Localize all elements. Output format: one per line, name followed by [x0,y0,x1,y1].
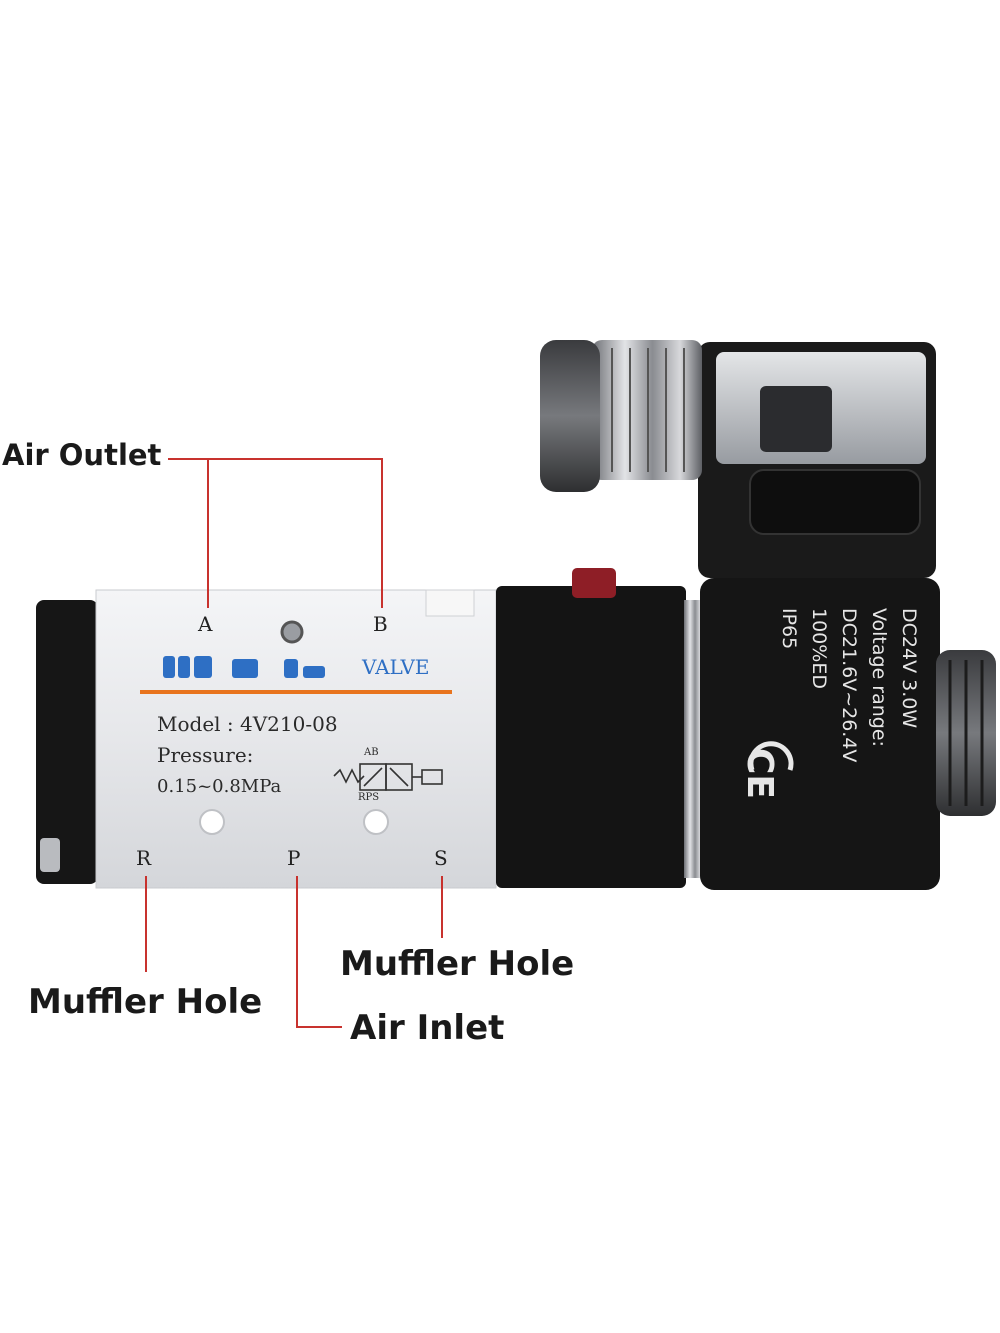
lead-air-inlet-vertical [296,876,298,1028]
coil-inner-slot [749,469,921,535]
coil-voltage-range: DC21.6V~26.4V [838,608,860,763]
pneumatic-symbol [333,763,443,791]
lead-air-outlet-horizontal [168,458,382,460]
symbol-top-text: AB [364,747,379,758]
coil-duty-cycle: 100%ED [808,608,830,689]
lead-air-outlet-a [207,458,209,608]
lead-muffler-r [145,876,147,972]
ce-mark-icon [748,741,794,771]
coil-ce-mark: CE [739,748,780,800]
port-label-r: R [136,846,152,870]
port-label-s: S [434,846,448,870]
connector-block [496,586,686,888]
port-label-a: A [198,612,213,636]
left-end-cap [36,600,98,884]
valve-pressure-range: 0.15~0.8MPa [157,776,282,797]
mounting-hole-right [363,809,389,835]
coil-voltage-range-label: Voltage range: [868,608,890,747]
callout-muffler-hole-left: Muffler Hole [28,982,263,1022]
manual-override-button [572,568,616,598]
symbol-bottom-text: RPS [358,792,380,803]
valve-model-text: Model : 4V210-08 [157,712,338,736]
lead-air-inlet-horizontal [296,1026,342,1028]
callout-muffler-hole-right: Muffler Hole [340,944,575,984]
brand-logo [163,656,325,678]
valve-pressure-label: Pressure: [157,743,254,767]
metal-bracket [684,600,704,878]
coil-ip-rating: IP65 [778,608,800,650]
gland-threads [611,348,685,472]
port-label-b: B [373,612,388,636]
led-window [760,386,832,452]
solenoid-coil [700,578,940,890]
mounting-hole-left [199,809,225,835]
cable-gland-cap [540,340,600,492]
valve-brand-text: VALVE [362,655,430,679]
coil-rating: DC24V 3.0W [898,608,920,729]
port-label-p: P [287,846,301,870]
nut-knurling [948,660,984,806]
indicator-screw [280,620,304,644]
coil-label-block: DC24V 3.0W Voltage range: DC21.6V~26.4V … [739,608,920,878]
lead-muffler-s [441,876,443,938]
lead-air-outlet-b [381,458,383,608]
callout-air-outlet: Air Outlet [2,438,162,472]
callout-air-inlet: Air Inlet [350,1008,505,1048]
end-cap-screw [40,838,60,872]
accent-stripe [140,690,452,694]
top-tab [425,589,475,617]
